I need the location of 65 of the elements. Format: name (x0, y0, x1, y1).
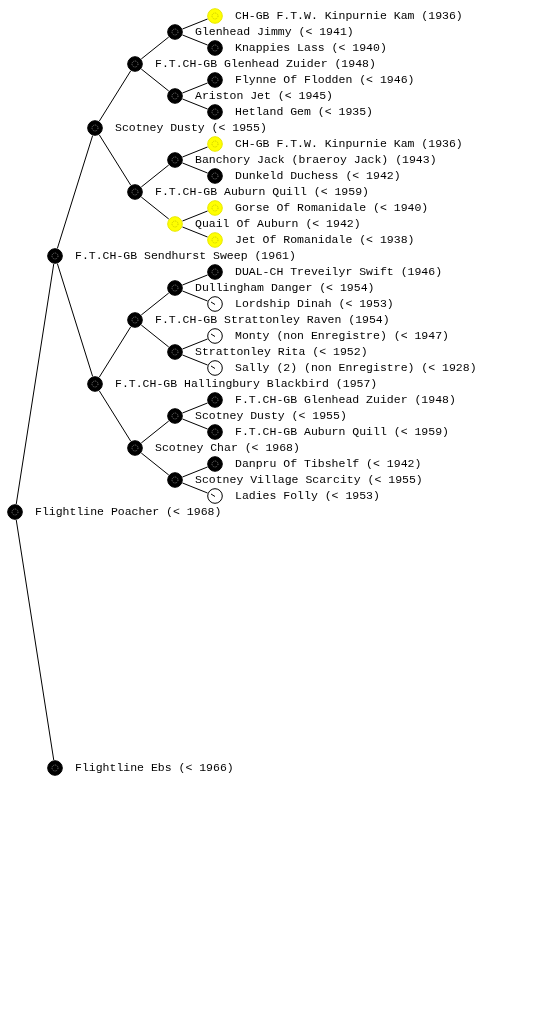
pedigree-line (181, 418, 209, 430)
dog-name: Hetland Gem (< 1935) (235, 104, 374, 120)
dog-name: Flightline Ebs (< 1966) (75, 760, 234, 776)
dog-name: Ladies Folly (< 1953) (235, 488, 380, 504)
dog-name: Jet Of Romanidale (< 1938) (235, 232, 415, 248)
dog-name: Strattonley Rita (< 1952) (195, 344, 368, 360)
pedigree-line (181, 34, 209, 46)
pedigree-line (181, 338, 209, 350)
dog-name: Scotney Dusty (< 1955) (195, 408, 347, 424)
pedigree-line (181, 290, 209, 302)
pedigree-line (140, 196, 170, 220)
dog-name: Scotney Village Scarcity (< 1955) (195, 472, 423, 488)
dog-name: F.T.CH-GB Glenhead Zuider (1948) (155, 56, 376, 72)
pedigree-line (140, 164, 170, 188)
dog-name: Scotney Dusty (< 1955) (115, 120, 267, 136)
dog-name: Flynne Of Flodden (< 1946) (235, 72, 415, 88)
dog-name: Ariston Jet (< 1945) (195, 88, 334, 104)
pedigree-line (181, 146, 209, 158)
dog-name: CH-GB F.T.W. Kinpurnie Kam (1936) (235, 8, 463, 24)
dog-name: DUAL-CH Treveilyr Swift (1946) (235, 264, 443, 280)
pedigree-line (98, 326, 132, 378)
dog-name: Dunkeld Duchess (< 1942) (235, 168, 401, 184)
dog-name: Sally (2) (non Enregistre) (< 1928) (235, 360, 477, 376)
dog-name: Knappies Lass (< 1940) (235, 40, 387, 56)
dog-name: F.T.CH-GB Strattonley Raven (1954) (155, 312, 390, 328)
dog-name: Lordship Dinah (< 1953) (235, 296, 394, 312)
pedigree-line (181, 226, 209, 238)
pedigree-line (15, 519, 55, 761)
dog-name: Flightline Poacher (< 1968) (35, 504, 222, 520)
pedigree-line (98, 390, 132, 442)
dog-name: Banchory Jack (braeroy Jack) (1943) (195, 152, 437, 168)
pedigree-line (56, 135, 94, 249)
dog-name: F.T.CH-GB Sendhurst Sweep (1961) (75, 248, 296, 264)
dog-name: F.T.CH-GB Hallingbury Blackbird (1957) (115, 376, 378, 392)
pedigree-line (98, 134, 132, 186)
pedigree-line (181, 82, 209, 94)
pedigree-line (140, 68, 170, 92)
dog-name: Scotney Char (< 1968) (155, 440, 300, 456)
dog-name: Gorse Of Romanidale (< 1940) (235, 200, 429, 216)
dog-name: Quail Of Auburn (< 1942) (195, 216, 361, 232)
pedigree-line (140, 452, 170, 476)
pedigree-line (140, 420, 170, 444)
dog-name: Danpru Of Tibshelf (< 1942) (235, 456, 422, 472)
dog-name: CH-GB F.T.W. Kinpurnie Kam (1936) (235, 136, 463, 152)
pedigree-line (140, 292, 170, 316)
dog-name: F.T.CH-GB Glenhead Zuider (1948) (235, 392, 456, 408)
dog-name: Dullingham Danger (< 1954) (195, 280, 375, 296)
pedigree-line (98, 70, 132, 122)
pedigree-line (181, 274, 209, 286)
pedigree-line (181, 482, 209, 494)
pedigree-line (56, 263, 94, 377)
pedigree-line (140, 324, 170, 348)
pedigree-line (181, 98, 209, 110)
dog-name: Monty (non Enregistre) (< 1947) (235, 328, 449, 344)
pedigree-line (181, 466, 209, 478)
pedigree-line (181, 402, 209, 414)
pedigree-line (181, 162, 209, 174)
dog-name: F.T.CH-GB Auburn Quill (< 1959) (155, 184, 369, 200)
pedigree-line (181, 18, 209, 30)
dog-name: F.T.CH-GB Auburn Quill (< 1959) (235, 424, 449, 440)
pedigree-line (181, 210, 209, 222)
dog-name: Glenhead Jimmy (< 1941) (195, 24, 354, 40)
pedigree-line (140, 36, 170, 60)
pedigree-line (181, 354, 209, 366)
pedigree-line (15, 263, 55, 505)
